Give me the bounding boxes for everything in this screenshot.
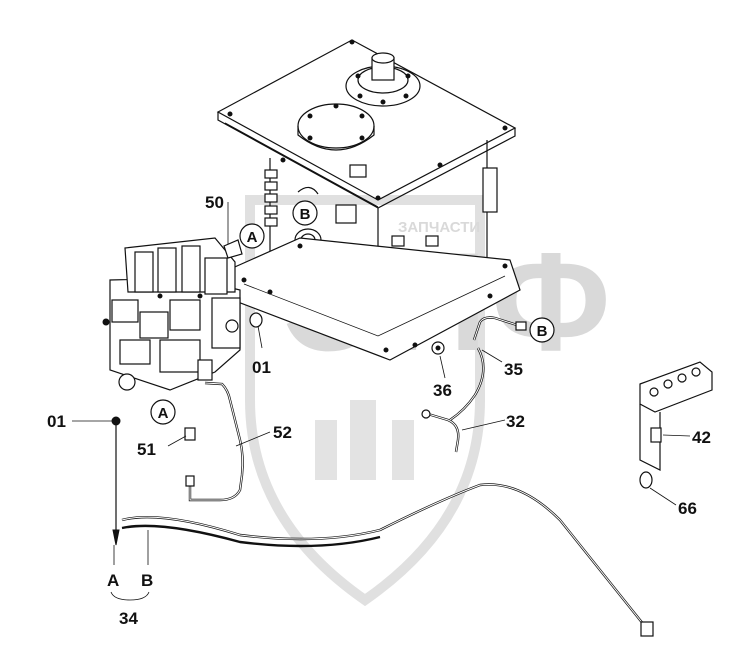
svg-text:A: A [158,405,169,422]
callout-50: 50 [205,193,224,212]
tank-port-fittings [264,169,278,227]
callout-52: 52 [273,423,292,442]
svg-text:A: A [247,229,258,246]
leader-lines [72,202,691,601]
callout-36: 36 [433,381,452,400]
hose-end-fitting [640,621,654,637]
callout-a: A [107,571,119,590]
fitting-66 [639,471,653,489]
callout-01-left: 01 [47,412,66,431]
tank-breather-cap [345,52,421,107]
callout-b: B [141,571,153,590]
marker-b-top: B [292,200,318,226]
pipe-35 [449,316,527,421]
callout-51: 51 [137,440,156,459]
callout-42: 42 [692,428,711,447]
tank-inspection-cover [297,103,375,151]
marker-b-right: B [529,317,555,343]
watermark-sheaf-icon [315,400,414,480]
tank-side-bracket [482,167,498,213]
pipe-32 [421,409,460,453]
fitting-36 [431,341,445,355]
valve-port [118,373,136,391]
sensor-block [335,204,357,224]
svg-text:B: B [300,206,311,223]
marker-a-bottom: A [150,399,176,425]
port-01-left [111,416,121,546]
hydraulic-tank [216,39,521,361]
svg-text:B: B [537,323,548,340]
fitting-51 [184,427,196,441]
hose-34 [121,483,654,637]
marker-a-top: A [239,223,265,249]
callout-01-valve: 01 [252,358,271,377]
fitting-01-valve [249,312,263,328]
hose-52 [185,381,244,502]
fitting-50 [223,239,243,259]
callout-34: 34 [119,609,138,628]
callout-32: 32 [506,412,525,431]
callout-66: 66 [678,499,697,518]
fitting-42 [650,427,662,443]
control-valve [102,237,263,391]
sensor-manifold [639,361,713,489]
watermark-brand: ЗАПЧАСТИ [398,219,480,236]
callout-35: 35 [504,360,523,379]
